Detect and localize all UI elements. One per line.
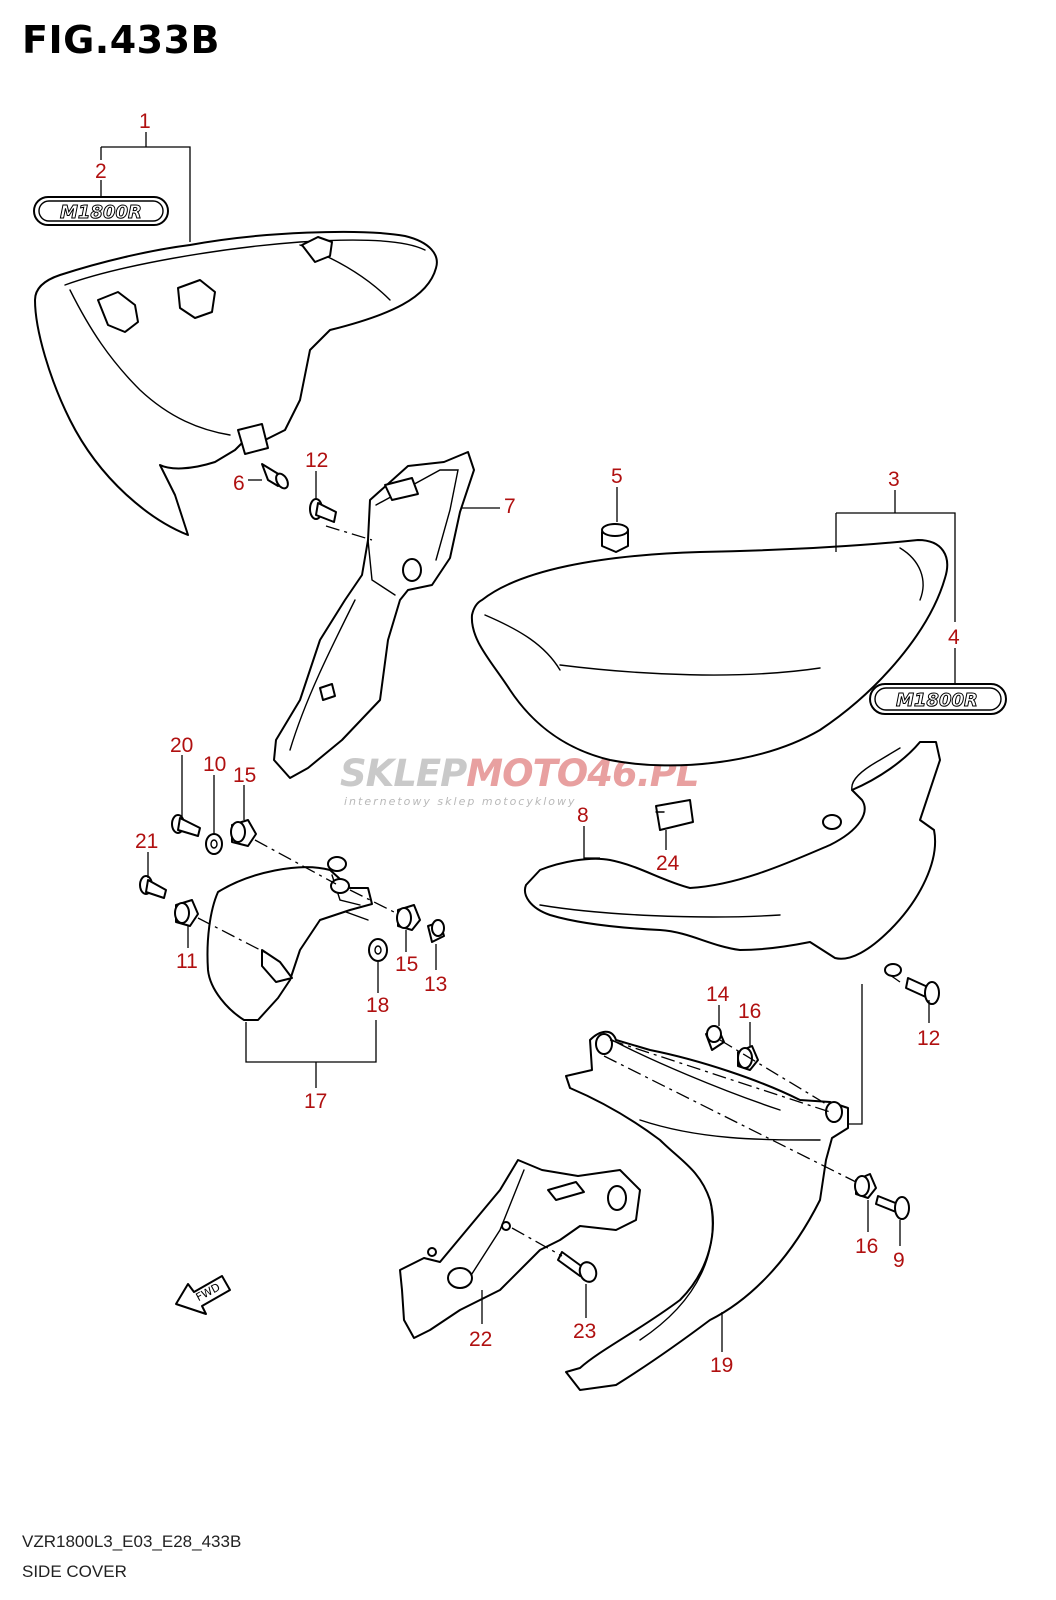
washer-18 <box>368 938 388 962</box>
callout-19: 19 <box>710 1354 733 1377</box>
screw-23 <box>557 1251 598 1283</box>
rubber-16-lower <box>854 1173 877 1199</box>
bolt-12-lower <box>905 977 940 1005</box>
fwd-arrow-icon: FWD <box>175 1275 231 1315</box>
bracket-7 <box>273 451 475 779</box>
drawing-code: VZR1800L3_E03_E28_433B <box>22 1532 242 1551</box>
callout-21: 21 <box>135 830 158 853</box>
callout-16-upper: 16 <box>738 1000 761 1023</box>
callout-8: 8 <box>577 804 589 827</box>
rubber-11 <box>174 899 199 927</box>
plate-22 <box>399 1159 641 1339</box>
callout-12-lower: 12 <box>917 1027 940 1050</box>
upper-left-cover <box>34 230 438 536</box>
emblem-lower-text: M1800R <box>896 690 978 711</box>
callout-14: 14 <box>706 983 730 1006</box>
rubber-15-upper <box>230 819 257 847</box>
callout-11: 11 <box>176 950 198 973</box>
watermark-brand-left: SKLEP <box>340 752 467 795</box>
collar-13 <box>427 919 445 943</box>
collar-14 <box>705 1025 725 1051</box>
callout-7: 7 <box>504 495 516 518</box>
emblem-upper: M1800R <box>33 196 169 226</box>
frame-cover <box>470 539 949 767</box>
lower-cover-8 <box>524 741 941 977</box>
callout-9: 9 <box>893 1249 905 1272</box>
callout-23: 23 <box>573 1320 596 1343</box>
callout-22: 22 <box>469 1328 492 1351</box>
figure-title: FIG.433B <box>22 18 221 62</box>
screw-6 <box>261 463 289 490</box>
bolt-21 <box>139 875 167 899</box>
callout-13: 13 <box>424 973 447 996</box>
tag-24 <box>655 799 694 831</box>
callout-20: 20 <box>170 734 193 757</box>
callout-1: 1 <box>139 110 151 133</box>
rubber-16-upper <box>737 1045 759 1071</box>
drawing-caption: SIDE COVER <box>22 1562 127 1581</box>
callout-2: 2 <box>95 160 107 183</box>
rubber-5 <box>601 523 629 553</box>
callouts: 1 2 3 4 5 6 7 8 9 10 11 12 12 13 14 15 1… <box>95 110 960 1377</box>
callout-17: 17 <box>304 1090 327 1113</box>
callout-15-lower: 15 <box>395 953 418 976</box>
emblem-upper-text: M1800R <box>60 202 142 223</box>
emblem-lower: M1800R <box>869 683 1007 715</box>
bolt-12-upper <box>309 498 337 523</box>
callout-15-upper: 15 <box>233 764 256 787</box>
leader-lines <box>100 132 956 1352</box>
callout-10: 10 <box>203 753 226 776</box>
callout-6: 6 <box>233 472 245 495</box>
callout-5: 5 <box>611 465 623 488</box>
callout-16-lower: 16 <box>855 1235 878 1258</box>
washer-10 <box>205 833 223 855</box>
callout-18: 18 <box>366 994 389 1017</box>
bolt-20 <box>171 814 201 837</box>
callout-3: 3 <box>888 468 900 491</box>
bracket-19 <box>565 1030 849 1391</box>
rubber-15-lower <box>396 904 421 931</box>
callout-24: 24 <box>656 852 680 875</box>
callout-12-upper: 12 <box>305 449 328 472</box>
left-cover-17 <box>206 856 373 1021</box>
bolt-9 <box>875 1195 910 1220</box>
watermark: SKLEPMOTO46.PL internetowy sklep motocyk… <box>340 752 700 808</box>
callout-4: 4 <box>948 626 960 649</box>
watermark-tagline: internetowy sklep motocyklowy <box>344 795 577 808</box>
